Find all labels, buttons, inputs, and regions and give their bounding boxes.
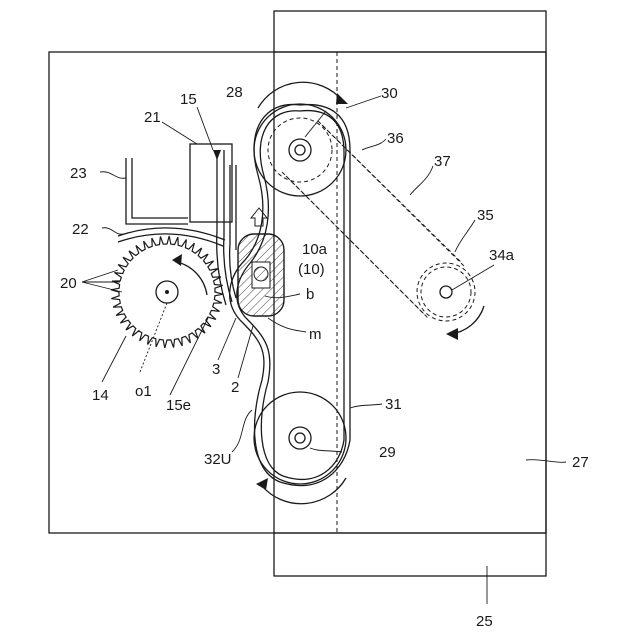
label-36: 36 bbox=[387, 130, 404, 147]
label-14: 14 bbox=[92, 387, 109, 404]
label-o1: o1 bbox=[135, 383, 152, 400]
label-21: 21 bbox=[144, 109, 161, 126]
label-b: b bbox=[306, 286, 314, 303]
label-10a: 10a bbox=[302, 241, 328, 258]
holder-21 bbox=[190, 144, 232, 222]
label-22: 22 bbox=[72, 221, 89, 238]
label-20: 20 bbox=[60, 275, 77, 292]
label-2: 2 bbox=[231, 379, 239, 396]
label-28: 28 bbox=[226, 84, 243, 101]
label-34a: 34a bbox=[489, 247, 515, 264]
leader-lines bbox=[82, 96, 566, 604]
pulley-31 bbox=[254, 392, 346, 484]
rotation-arrow-bottom bbox=[256, 478, 346, 504]
label-25: 25 bbox=[476, 613, 493, 630]
label-3: 3 bbox=[212, 361, 220, 378]
pulley-30 bbox=[254, 104, 346, 196]
label-30: 30 bbox=[381, 85, 398, 102]
label-15e: 15e bbox=[166, 397, 191, 414]
label-23: 23 bbox=[70, 165, 87, 182]
label-10: (10) bbox=[298, 261, 325, 278]
rotation-arrow-34a bbox=[446, 306, 484, 340]
pulley-34a bbox=[440, 286, 452, 298]
label-32U: 32U bbox=[204, 451, 232, 468]
bracket-23 bbox=[126, 158, 188, 224]
frame-plate-25 bbox=[274, 11, 546, 576]
label-m: m bbox=[309, 326, 322, 343]
label-31: 31 bbox=[385, 396, 402, 413]
arm-22 bbox=[118, 228, 225, 246]
label-29: 29 bbox=[379, 444, 396, 461]
label-27: 27 bbox=[572, 454, 589, 471]
lift-arrow bbox=[251, 208, 267, 226]
label-37: 37 bbox=[434, 153, 451, 170]
label-35: 35 bbox=[477, 207, 494, 224]
label-15: 15 bbox=[180, 91, 197, 108]
